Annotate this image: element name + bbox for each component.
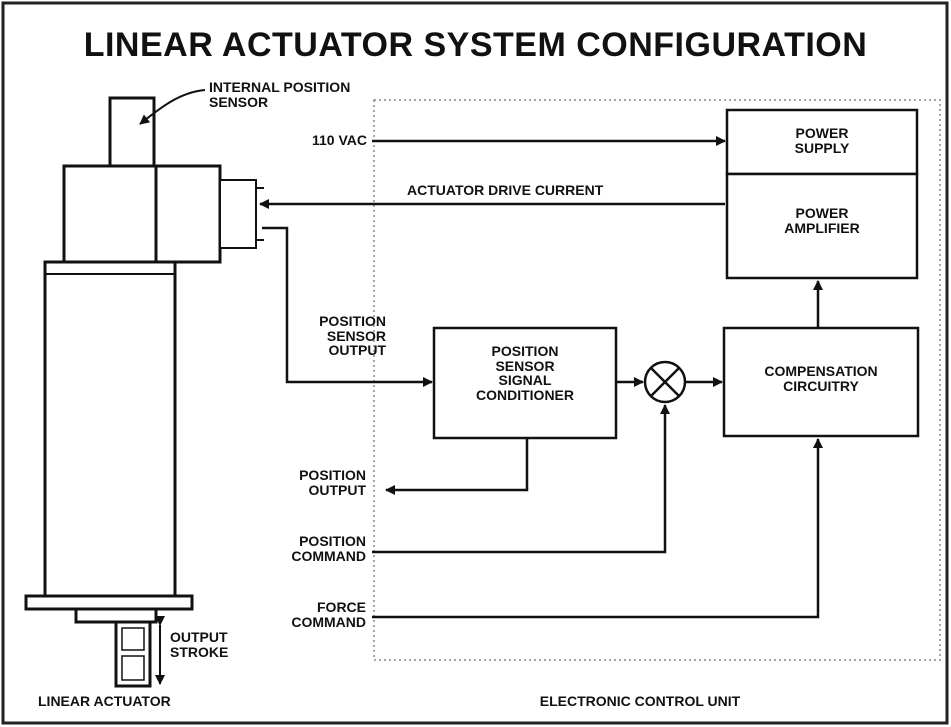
output-rod-slot-upper	[121, 627, 145, 651]
blocks	[432, 108, 920, 440]
block-compensation-circuitry: COMPENSATION CIRCUITRY	[724, 364, 918, 393]
force-command-line	[372, 438, 823, 619]
label-position-sensor-output-line1: POSITION	[319, 313, 386, 329]
label-position-sensor-output-line3: OUTPUT	[328, 342, 386, 359]
compensation-block	[722, 326, 920, 438]
block-power-supply: POWER SUPPLY	[727, 126, 917, 155]
label-internal-position-sensor: INTERNAL POSITION SENSOR	[209, 80, 350, 109]
label-force-command: FORCE COMMAND	[262, 600, 366, 629]
block-power-amplifier: POWER AMPLIFIER	[727, 206, 917, 235]
block-power-amplifier-line2: AMPLIFIER	[784, 219, 860, 236]
label-actuator-drive-current: ACTUATOR DRIVE CURRENT	[407, 182, 604, 198]
summing-junction-cross-b	[650, 367, 680, 397]
label-output-stroke-line1: OUTPUT	[170, 629, 228, 645]
label-output-stroke: OUTPUT STROKE	[170, 630, 228, 659]
actuator-head	[62, 164, 158, 264]
label-position-output: POSITION OUTPUT	[262, 468, 366, 497]
position-output-line	[385, 438, 529, 495]
internal-position-sensor	[108, 96, 156, 168]
label-position-sensor-output: POSITION SENSOR OUTPUT	[282, 314, 386, 358]
label-position-output-line1: POSITION	[299, 467, 366, 483]
block-signal-conditioner: POSITION SENSOR SIGNAL CONDITIONER	[434, 344, 616, 403]
ecu-boundary	[373, 99, 941, 661]
output-rod-slot-lower	[121, 655, 145, 681]
block-power-supply-line2: SUPPLY	[794, 139, 850, 156]
signal-lines	[259, 136, 823, 619]
power-supply-block	[725, 108, 919, 176]
block-compensation-line1: COMPENSATION	[764, 363, 878, 379]
label-position-command: POSITION COMMAND	[262, 534, 366, 563]
label-position-sensor-output-line2: SENSOR	[326, 327, 386, 344]
sensor-output-line	[262, 226, 433, 387]
block-signal-conditioner-line3: SIGNAL	[498, 372, 552, 389]
label-internal-position-sensor-line1: INTERNAL POSITION	[209, 79, 351, 95]
power-amplifier-block	[725, 172, 919, 280]
actuator-connector	[219, 179, 257, 249]
label-force-command-line2: COMMAND	[291, 613, 366, 630]
block-power-supply-line1: POWER	[795, 125, 849, 141]
label-output-stroke-line2: STROKE	[170, 643, 229, 660]
actuator-flange	[24, 594, 194, 611]
label-electronic-control-unit: ELECTRONIC CONTROL UNIT	[539, 693, 741, 709]
block-power-amplifier-line1: POWER	[795, 205, 849, 221]
actuator-body	[43, 260, 177, 598]
label-internal-position-sensor-line2: SENSOR	[209, 93, 269, 110]
label-position-command-line1: POSITION	[299, 533, 366, 549]
actuator-connector-housing	[154, 164, 222, 264]
linear-actuator	[24, 96, 264, 688]
actuator-collar	[74, 607, 158, 624]
signal-conditioner-block	[432, 326, 618, 440]
label-110-vac: 110 VAC	[312, 132, 367, 148]
label-force-command-line1: FORCE	[317, 599, 366, 615]
block-signal-conditioner-line2: SENSOR	[495, 357, 555, 374]
diagram-title: LINEAR ACTUATOR SYSTEM CONFIGURATION	[83, 26, 868, 64]
label-linear-actuator: LINEAR ACTUATOR	[38, 693, 171, 709]
position-command-line	[372, 404, 670, 554]
summing-junction	[643, 360, 687, 404]
label-position-command-line2: COMMAND	[291, 547, 366, 564]
block-signal-conditioner-line1: POSITION	[491, 343, 559, 359]
label-position-output-line2: OUTPUT	[308, 481, 366, 498]
sensor-leader-line	[139, 89, 206, 125]
block-compensation-line2: CIRCUITRY	[783, 377, 859, 394]
block-signal-conditioner-line4: CONDITIONER	[476, 387, 574, 404]
